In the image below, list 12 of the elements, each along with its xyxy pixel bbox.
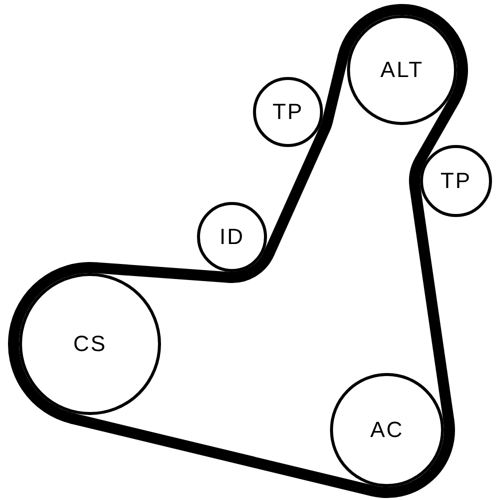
pulley-label: TP xyxy=(272,101,304,123)
pulley-label: CS xyxy=(73,333,107,355)
pulley-label: ALT xyxy=(380,59,424,81)
pulley-label: AC xyxy=(370,419,404,441)
pulley-label: TP xyxy=(440,170,472,192)
pulley-label: ID xyxy=(220,226,244,248)
belt-segment xyxy=(70,413,374,496)
belt-segment xyxy=(322,54,349,123)
belt-segment xyxy=(415,97,460,164)
belt-segment xyxy=(409,186,454,422)
belt-segment xyxy=(95,262,230,283)
belt-segment xyxy=(264,126,330,256)
